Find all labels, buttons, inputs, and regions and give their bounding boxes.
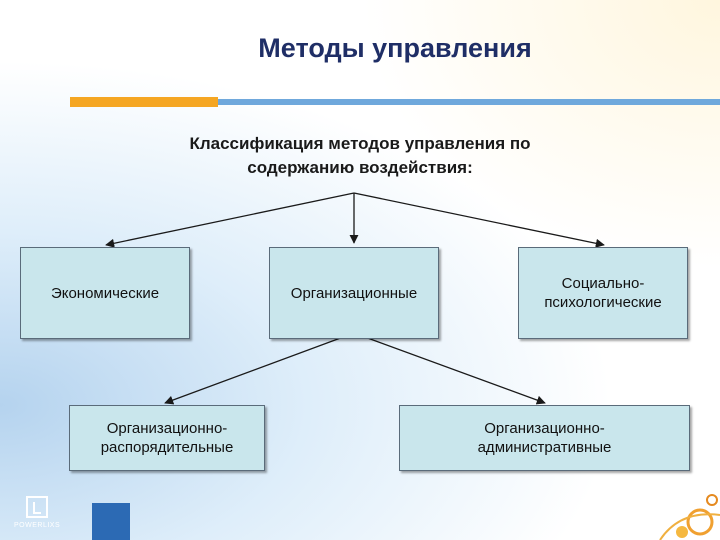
connector-org-right bbox=[354, 333, 545, 403]
node-organizational: Организационные bbox=[269, 247, 439, 339]
node-socio-psychological: Социально-психологические bbox=[518, 247, 688, 339]
node-org-administrative: Организационно-административные bbox=[399, 405, 690, 471]
connector-root-left bbox=[106, 193, 354, 245]
connector-root-right bbox=[354, 193, 604, 245]
connector-org-left bbox=[165, 333, 354, 403]
node-org-directive: Организационно-распорядительные bbox=[69, 405, 265, 471]
node-economic: Экономические bbox=[20, 247, 190, 339]
